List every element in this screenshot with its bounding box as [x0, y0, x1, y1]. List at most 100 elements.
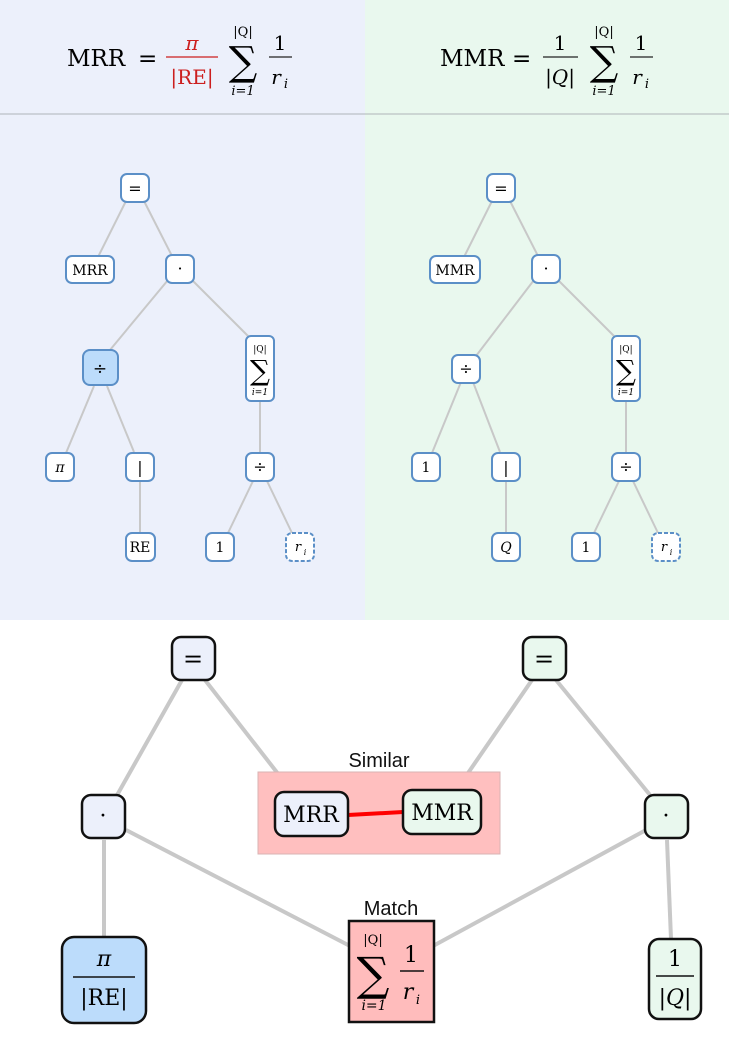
left-node-sum-lower: i=1	[252, 388, 268, 398]
left-edge-divide-r	[266, 480, 293, 534]
right-node-one-b: 1	[571, 532, 601, 562]
right-formula-term-denominator: r	[632, 65, 643, 89]
left-formula-sum-sign: ∑	[229, 39, 258, 85]
cmp-right-frac-numerator: 1	[668, 947, 682, 972]
right-edge-times-sum	[557, 279, 617, 339]
right-expression-tree: = MMR · ÷ |Q| ∑ i=1 1 | ÷	[411, 173, 681, 562]
right-edge-root-lhs	[463, 200, 493, 258]
right-formula-frac-numerator: 1	[554, 31, 567, 55]
left-node-r: r i	[285, 532, 315, 562]
right-edge-divide-abs	[472, 381, 501, 453]
left-edge-times-sum	[191, 279, 251, 339]
cmp-node-left-root-label: =	[183, 645, 203, 673]
right-panel-background	[365, 0, 729, 620]
right-node-divide: ÷	[451, 354, 481, 384]
left-edge-divide-one	[227, 480, 254, 534]
cmp-edge-right-times-match	[432, 828, 647, 948]
right-formula-term-numerator: 1	[635, 31, 648, 55]
cmp-node-left-times: ·	[80, 793, 127, 840]
left-edge-divide-pi	[65, 385, 95, 454]
cmp-node-right-root-label: =	[534, 645, 554, 673]
right-node-one-a-label: 1	[422, 460, 431, 476]
left-node-abs: |	[125, 452, 155, 482]
comparison-graph: Similar = = · · MRR MMR	[60, 635, 703, 1025]
left-edge-root-times	[143, 200, 173, 257]
right-node-root: =	[486, 173, 516, 203]
right-node-root-label: =	[494, 179, 507, 198]
right-edge-root-times	[509, 200, 539, 257]
left-formula-sum-lower: i=1	[231, 84, 254, 99]
cmp-node-right-fraction: 1 |Q|	[647, 937, 703, 1021]
left-node-divide-sum: ÷	[245, 452, 275, 482]
cmp-node-mrr: MRR	[273, 790, 350, 838]
right-node-r: r i	[651, 532, 681, 562]
left-node-times-label: ·	[177, 259, 182, 278]
cmp-node-right-times-label: ·	[663, 804, 670, 829]
left-formula-term-numerator: 1	[274, 31, 287, 55]
left-node-divide-label: ÷	[93, 359, 107, 379]
left-node-r-label: r	[295, 540, 302, 555]
left-formula-term-denominator: r	[271, 65, 282, 89]
right-node-sum: |Q| ∑ i=1	[611, 335, 641, 402]
right-node-times: ·	[531, 254, 561, 284]
right-node-r-subscript: i	[670, 548, 673, 557]
cmp-match-numerator: 1	[404, 943, 418, 968]
left-formula-frac-denominator: |RE|	[170, 65, 213, 90]
right-edge-times-divide	[475, 279, 535, 357]
match-label: Match	[364, 898, 418, 920]
left-expression-tree: = MRR · ÷ |Q| ∑ i=1 π | ÷	[45, 173, 315, 562]
right-node-divide-label: ÷	[459, 359, 472, 378]
cmp-match-sum-upper: |Q|	[363, 933, 382, 948]
left-node-one: 1	[205, 532, 235, 562]
cmp-node-mmr-label: MMR	[411, 801, 474, 826]
cmp-node-match-sum: |Q| ∑ i=1 1 r i	[347, 919, 436, 1024]
right-node-abs: |	[491, 452, 521, 482]
left-node-sum-upper: |Q|	[253, 345, 266, 355]
right-node-abs-label: |	[503, 458, 508, 477]
right-tree-edges	[431, 200, 659, 534]
right-node-sum-sign: ∑	[616, 354, 636, 387]
left-node-divide-sum-label: ÷	[253, 457, 266, 476]
cmp-match-sum-sign: ∑	[357, 947, 390, 1001]
left-node-r-subscript: i	[304, 548, 307, 557]
left-formula: MRR = π |RE| |Q| ∑ i=1 1 r i	[67, 25, 292, 99]
similar-label: Similar	[348, 750, 409, 772]
cmp-node-left-times-label: ·	[100, 804, 107, 829]
left-node-pi: π	[45, 452, 75, 482]
left-edge-divide-abs	[106, 385, 135, 453]
right-formula-sum-upper: |Q|	[594, 25, 613, 40]
left-node-root: =	[120, 173, 150, 203]
cmp-match-denominator: r	[403, 980, 415, 1005]
left-edge-root-lhs	[97, 200, 127, 258]
cmp-node-right-root: =	[521, 635, 568, 682]
left-node-mrr-label: MRR	[72, 263, 108, 279]
cmp-right-frac-denominator: |Q|	[659, 986, 692, 1011]
right-edge-divide-one	[593, 480, 620, 534]
left-node-divide-highlighted: ÷	[82, 349, 119, 386]
cmp-node-mrr-label: MRR	[283, 803, 340, 828]
right-node-mmr-label: MMR	[435, 263, 475, 279]
right-formula-lhs: MMR	[440, 46, 505, 72]
left-tree-edges	[65, 200, 293, 534]
left-node-pi-label: π	[54, 460, 65, 476]
cmp-node-mmr: MMR	[401, 788, 483, 836]
right-node-divide-sum: ÷	[611, 452, 641, 482]
right-node-r-label: r	[661, 540, 668, 555]
left-formula-term-subscript: i	[284, 77, 288, 92]
left-formula-sum-upper: |Q|	[233, 25, 252, 40]
left-node-re: RE	[125, 532, 156, 562]
left-panel-background	[0, 0, 365, 620]
similar-link	[347, 810, 404, 817]
right-node-one-b-label: 1	[582, 540, 591, 556]
right-formula-sum-sign: ∑	[590, 39, 619, 85]
right-edge-divide-r	[632, 480, 659, 534]
left-node-abs-label: |	[137, 458, 142, 477]
right-node-mmr: MMR	[429, 255, 481, 284]
left-formula-frac-numerator: π	[184, 31, 199, 55]
cmp-edge-right-times-frac	[665, 839, 673, 940]
left-node-mrr: MRR	[65, 255, 115, 284]
right-node-q-label: Q	[500, 540, 512, 556]
left-edge-times-divide	[109, 279, 169, 351]
cmp-left-frac-numerator: π	[96, 947, 112, 972]
right-node-q: Q	[491, 532, 521, 562]
